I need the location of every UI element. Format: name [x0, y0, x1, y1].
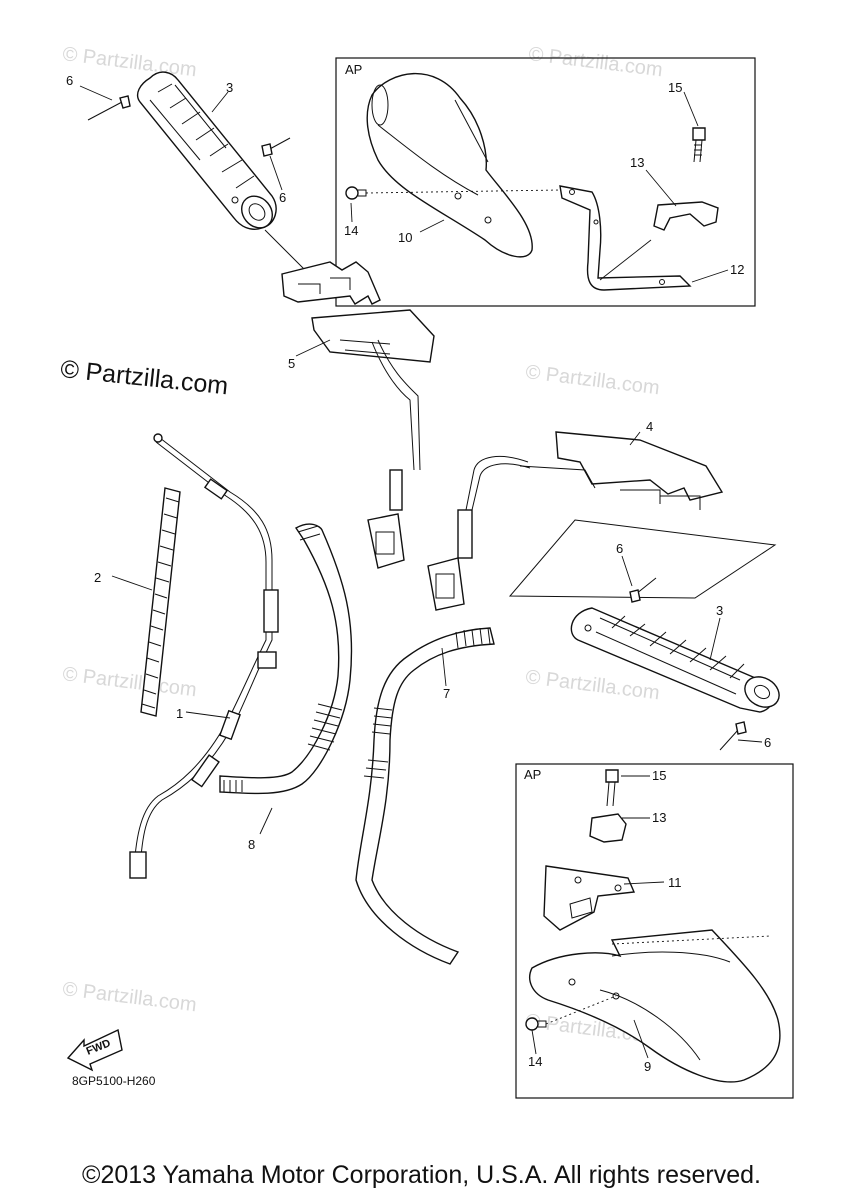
hose-7	[355, 627, 495, 965]
fwd-arrow: FWD	[66, 1028, 123, 1072]
callout-5: 5	[288, 356, 295, 371]
watermark: © Partzilla.com	[61, 978, 197, 1016]
inset-top: AP	[335, 57, 756, 307]
callout-15: 15	[668, 80, 682, 95]
hand-guard-9	[529, 929, 781, 1083]
heater-pad-upper	[281, 261, 435, 569]
watermark: © Partzilla.com	[524, 361, 660, 399]
inset-bottom: AP	[515, 763, 794, 1099]
screw-14-b	[525, 1017, 539, 1031]
callouts: 6 3 6 5 2 1 8 7 4 6 3 6 15 13 14 10 12 1…	[66, 73, 771, 1074]
heater-pad-4	[555, 431, 724, 501]
callout-2: 2	[94, 570, 101, 585]
hand-guard-10	[366, 72, 533, 258]
heater-pad-right	[427, 431, 777, 611]
callout-14: 14	[344, 223, 358, 238]
screw-6-b	[267, 137, 291, 151]
bracket-12	[559, 185, 692, 291]
callout-6: 6	[764, 735, 771, 750]
hose-8	[219, 523, 353, 835]
screw-6-a	[87, 101, 123, 121]
callout-15: 15	[652, 768, 666, 783]
inset-top-label: AP	[345, 62, 362, 77]
callout-11: 11	[668, 875, 682, 890]
diagram-code: 8GP5100-H260	[72, 1074, 156, 1088]
callout-10: 10	[398, 230, 412, 245]
callout-8: 8	[248, 837, 255, 852]
watermark: © Partzilla.com	[527, 43, 663, 81]
heater-pad-5	[311, 309, 435, 363]
callout-1: 1	[176, 706, 183, 721]
spring-2	[111, 487, 181, 717]
watermark: © Partzilla.com	[524, 666, 660, 704]
callout-7: 7	[443, 686, 450, 701]
watermark: © Partzilla.com	[61, 43, 197, 81]
clamp-13-b	[589, 813, 627, 843]
bolt-15-b	[605, 769, 619, 783]
callout-9: 9	[644, 1059, 651, 1074]
callout-3: 3	[716, 603, 723, 618]
bolt-15	[692, 127, 706, 141]
grip-left	[87, 71, 311, 276]
callout-13: 13	[630, 155, 644, 170]
copyright-notice: ©2013 Yamaha Motor Corporation, U.S.A. A…	[82, 1161, 761, 1189]
callout-4: 4	[646, 419, 653, 434]
callout-14: 14	[528, 1054, 542, 1069]
inset-bottom-label: AP	[524, 767, 541, 782]
screw-14	[345, 186, 359, 200]
screw-6-c	[635, 577, 657, 595]
grip-right	[570, 577, 780, 751]
callout-12: 12	[730, 262, 744, 277]
callout-6: 6	[279, 190, 286, 205]
callout-13: 13	[652, 810, 666, 825]
clamp-13	[653, 201, 719, 231]
screw-6-d	[719, 729, 739, 751]
callout-3: 3	[226, 80, 233, 95]
callout-6: 6	[66, 73, 73, 88]
callout-6: 6	[616, 541, 623, 556]
cable-1	[129, 433, 279, 879]
watermark: © Partzilla.com	[61, 663, 197, 701]
